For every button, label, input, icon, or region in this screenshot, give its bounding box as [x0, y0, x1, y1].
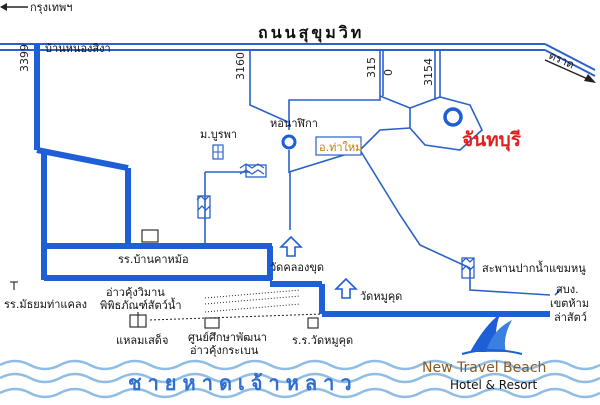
bangkok-label: กรุงเทพฯ [30, 1, 72, 14]
laem-sadet-label: แหลมเสด็จ [116, 333, 168, 347]
bridge-icon [196, 163, 475, 279]
sea-waves [0, 359, 600, 399]
route-3160: 3160 [234, 52, 247, 80]
wildlife-line-1: สบง. [556, 283, 579, 296]
tha-mai-label: อ.ท่าใหม่ [319, 141, 362, 154]
resort-subtitle: Hotel & Resort [450, 378, 537, 392]
wildlife-line-3: ล่าสัตว์ [554, 311, 587, 324]
chanthaburi-label: จันทบุรี [462, 129, 522, 152]
study-center-line-2: อ่าวคุ้งกระเบน [190, 344, 259, 357]
school-wat-mu-khut-icon [307, 317, 319, 329]
bangkok-arrow-icon [0, 3, 28, 11]
school-wat-mu-khut-label: ร.ร.วัดหมูคุด [292, 334, 353, 347]
wildlife-line-2: เขตห้าม [550, 297, 589, 310]
aquarium-line-1: อ่าวคุ้งวิมาน [106, 286, 165, 299]
clock-tower-icon [281, 134, 297, 150]
trat-arrow-icon [544, 59, 596, 83]
tha-mai-box [315, 136, 362, 156]
sukhumvit-road [0, 43, 596, 77]
route-3154: 3154 [422, 58, 435, 86]
minor-roads [204, 50, 561, 296]
wildlife-label: สบง. เขตห้าม ล่าสัตว์ [550, 283, 589, 324]
sukhumvit-road-label: ถนนสุขุมวิท [258, 23, 364, 43]
clock-tower-label: หอนาฬิกา [270, 117, 318, 130]
school-ban-kha-mo-label: รร.บ้านคาหม้อ [118, 253, 189, 266]
bridge-label: สะพานปากน้ำแขมหนู [482, 260, 586, 275]
aquarium-label: อ่าวคุ้งวิมาน พิพิธภัณฑ์สัตว์น้ำ [100, 286, 182, 312]
study-center-label: ศูนย์ศึกษาพัฒนา อ่าวคุ้งกระเบน [188, 331, 267, 357]
resort-logo-icon [461, 314, 523, 355]
laem-sadet-icon [129, 312, 147, 328]
study-center-line-1: ศูนย์ศึกษาพัฒนา [188, 331, 267, 344]
chanthaburi-city-icon [443, 107, 463, 127]
wat-khlong-khut-label: วัดคลองขุด [270, 261, 324, 274]
route-to-resort [34, 44, 550, 317]
resort-name: New Travel Beach [422, 360, 546, 376]
mathayom-school-icon [10, 281, 18, 290]
aquarium-line-2: พิพิธภัณฑ์สัตว์น้ำ [100, 297, 182, 312]
route-3399: 3399 [18, 44, 31, 72]
wat-mu-khut-label: วัดหมูคุด [360, 290, 402, 303]
school-mathayom-label: รร.มัธยมท่าแคลง [4, 298, 87, 311]
burapha-label: ม.บูรพา [200, 128, 237, 141]
beach-name-label: ชายหาดเจ้าหลาว [128, 371, 358, 395]
coastal-road [149, 289, 323, 321]
burapha-building-icon [212, 144, 224, 160]
temple-arrow-icon [279, 235, 358, 299]
study-center-icon [204, 317, 220, 329]
route-315: 315 [365, 57, 378, 78]
school-building-icon [141, 229, 159, 243]
ban-nong-sing-label: บ้านหนองสิงา [45, 42, 111, 55]
route-0: 0 [382, 69, 395, 76]
